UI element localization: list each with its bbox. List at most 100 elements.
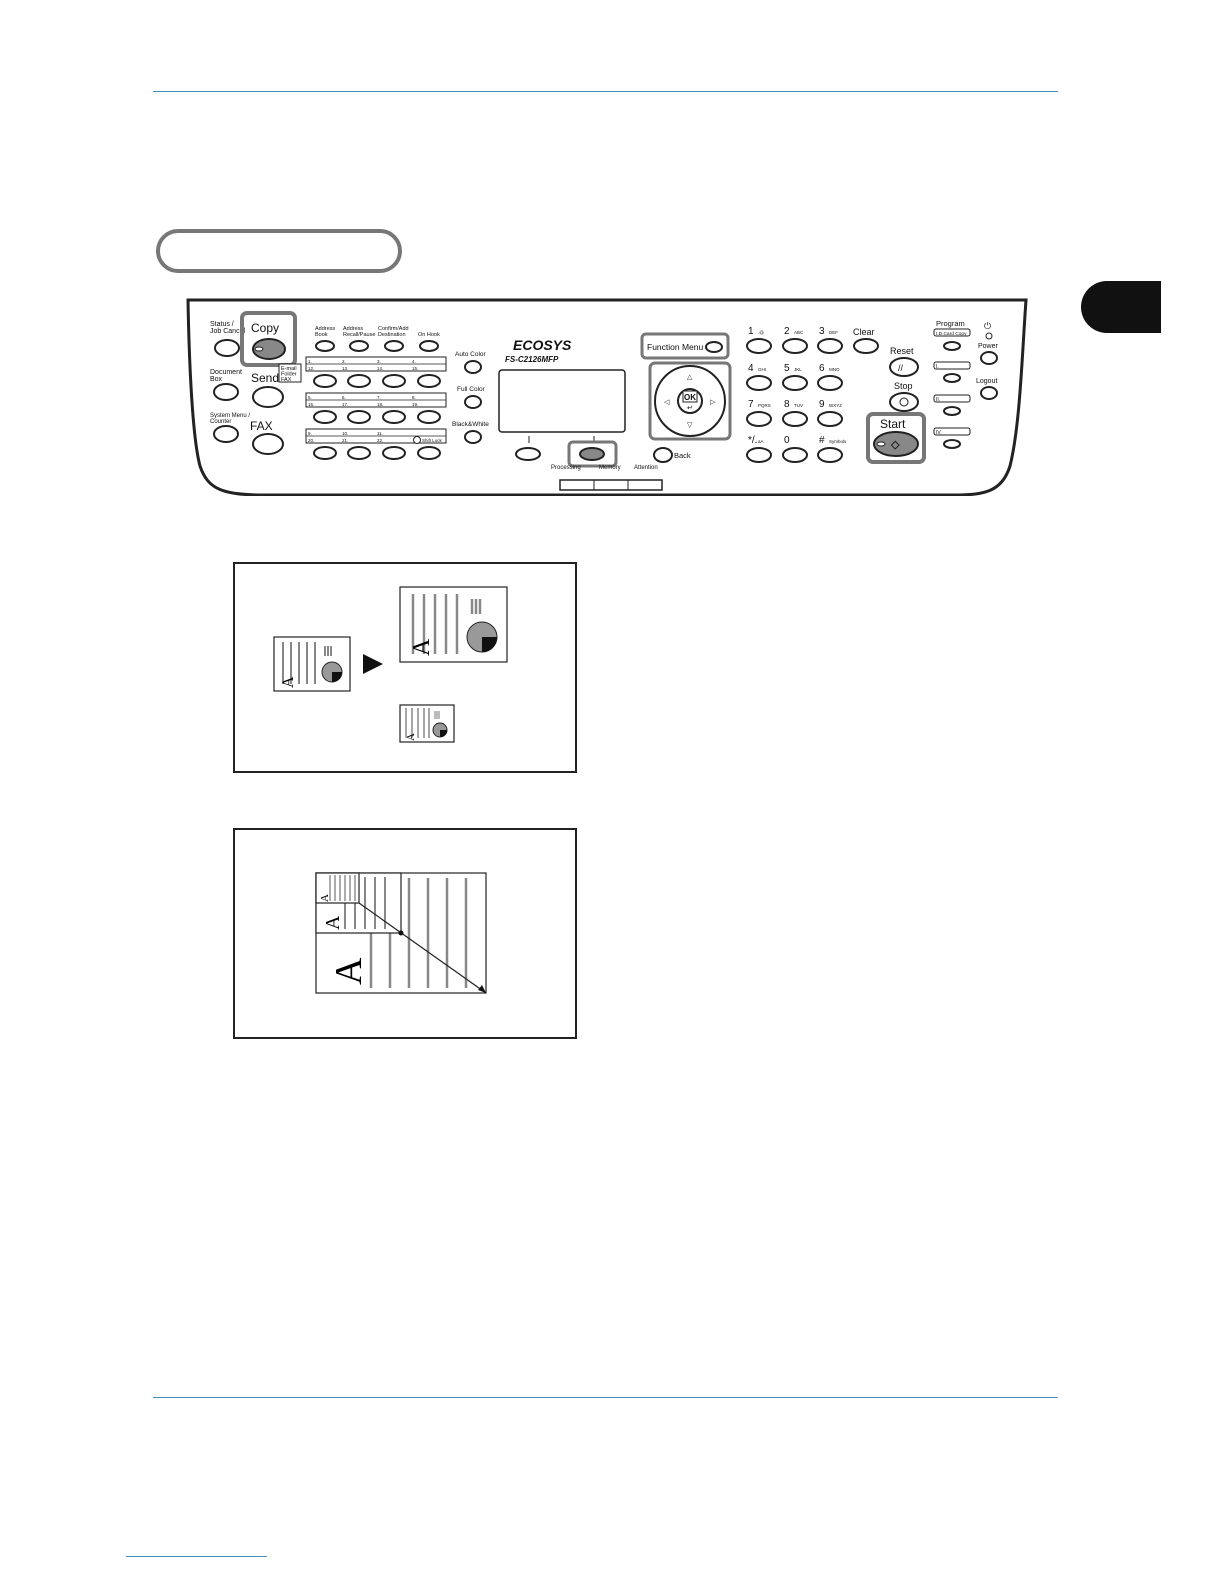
right-select-button[interactable]	[579, 447, 605, 461]
on-hook-button[interactable]	[419, 340, 439, 352]
key-sublabel-0: .@	[758, 330, 764, 335]
one-touch-key-4[interactable]	[417, 374, 441, 388]
key-button-11[interactable]	[817, 447, 843, 463]
one-touch-key-7[interactable]	[382, 410, 406, 424]
power-led	[985, 332, 993, 340]
left-select-button[interactable]	[515, 447, 541, 461]
svg-text:11.: 11.	[377, 431, 383, 436]
key-button-0[interactable]	[746, 338, 772, 354]
program-button-1[interactable]	[943, 373, 961, 383]
program-button-3[interactable]	[943, 439, 961, 449]
one-touch-key-10[interactable]	[347, 446, 371, 460]
copy-button[interactable]	[252, 338, 286, 360]
logout-button[interactable]	[980, 386, 998, 400]
diagonal-arrow	[358, 902, 487, 994]
status-job-cancel-button[interactable]	[214, 339, 240, 357]
one-touch-row-2: 5.6.7.8. 16.17.18.19.	[308, 395, 418, 407]
processing-label: Processing	[551, 465, 581, 471]
function-menu-button[interactable]	[705, 341, 723, 353]
fax-label: FAX	[250, 419, 273, 433]
svg-text:7.: 7.	[377, 395, 381, 400]
one-touch-row-1: 1.2.3.4. 12.13.14.15.	[308, 359, 418, 371]
full-color-button[interactable]	[464, 395, 482, 409]
reset-label: Reset	[890, 346, 914, 356]
key-button-6[interactable]	[746, 411, 772, 427]
svg-text:18.: 18.	[377, 402, 383, 407]
power-button[interactable]	[980, 351, 998, 365]
back-button[interactable]	[653, 447, 673, 463]
key-button-9[interactable]	[746, 447, 772, 463]
svg-text:6.: 6.	[342, 395, 346, 400]
one-touch-key-3[interactable]	[382, 374, 406, 388]
key-button-10[interactable]	[782, 447, 808, 463]
svg-text:3.: 3.	[377, 359, 381, 364]
one-touch-key-1[interactable]	[313, 374, 337, 388]
ok-label: OK	[684, 393, 696, 402]
left-arrow-icon[interactable]: ◁	[664, 399, 670, 406]
key-sublabel-1: ABC	[794, 330, 804, 335]
one-touch-key-2[interactable]	[347, 374, 371, 388]
id-card-copy-button[interactable]	[943, 341, 961, 351]
one-touch-key-8[interactable]	[417, 410, 441, 424]
address-book-button[interactable]	[315, 340, 335, 352]
svg-text:20.: 20.	[308, 438, 314, 443]
svg-text:4.: 4.	[412, 359, 416, 364]
clear-button[interactable]	[853, 338, 879, 354]
document-box-button[interactable]	[213, 383, 239, 401]
svg-text:15.: 15.	[412, 366, 418, 371]
key-button-4[interactable]	[782, 375, 808, 391]
key-label-9: */.	[748, 435, 757, 446]
key-button-2[interactable]	[817, 338, 843, 354]
back-label: Back	[674, 451, 691, 460]
status-label: Status /Job Cancel	[210, 321, 245, 335]
key-button-8[interactable]	[817, 411, 843, 427]
key-button-3[interactable]	[746, 375, 772, 391]
footer-rule	[153, 1397, 1058, 1398]
one-touch-key-6[interactable]	[347, 410, 371, 424]
letter-medium: A	[322, 915, 344, 930]
down-arrow-icon[interactable]: ▽	[687, 422, 693, 429]
key-button-1[interactable]	[782, 338, 808, 354]
program-label: Program	[936, 319, 965, 328]
key-sublabel-6: PQRS	[758, 403, 771, 408]
key-sublabel-9: aA	[758, 439, 764, 444]
send-button[interactable]	[252, 386, 284, 408]
svg-text:14.: 14.	[377, 366, 383, 371]
fax-button[interactable]	[252, 433, 284, 455]
shift-lock-led	[413, 436, 421, 444]
confirm-add-button[interactable]	[384, 340, 404, 352]
svg-text:17.: 17.	[342, 402, 348, 407]
stop-label: Stop	[894, 381, 913, 391]
send-label: Send	[251, 371, 279, 385]
footer-link-underline	[126, 1556, 267, 1557]
address-recall-button[interactable]	[349, 340, 369, 352]
one-touch-key-5[interactable]	[313, 410, 337, 424]
svg-text:9.: 9.	[308, 431, 312, 436]
key-sublabel-4: JKL	[794, 367, 802, 372]
header-rule	[153, 91, 1058, 92]
id-card-copy-label: I.D.Card Copy	[936, 331, 967, 337]
letter-small: A	[319, 894, 331, 902]
start-led	[876, 441, 886, 447]
right-arrow-icon[interactable]: ▷	[710, 399, 716, 406]
one-touch-key-11[interactable]	[382, 446, 406, 460]
start-button[interactable]	[873, 431, 919, 457]
key-button-7[interactable]	[782, 411, 808, 427]
shift-lock-button[interactable]	[417, 446, 441, 460]
black-white-button[interactable]	[464, 430, 482, 444]
program-button-2[interactable]	[943, 406, 961, 416]
reset-button[interactable]	[889, 357, 919, 377]
svg-text:8.: 8.	[412, 395, 416, 400]
system-menu-button[interactable]	[213, 425, 239, 443]
navigation-highlight	[648, 361, 732, 441]
auto-color-button[interactable]	[464, 360, 482, 374]
key-button-5[interactable]	[817, 375, 843, 391]
key-label-10: 0	[784, 435, 790, 446]
power-icon: ⏻	[984, 321, 991, 331]
up-arrow-icon[interactable]: △	[687, 374, 693, 381]
one-touch-key-9[interactable]	[313, 446, 337, 460]
